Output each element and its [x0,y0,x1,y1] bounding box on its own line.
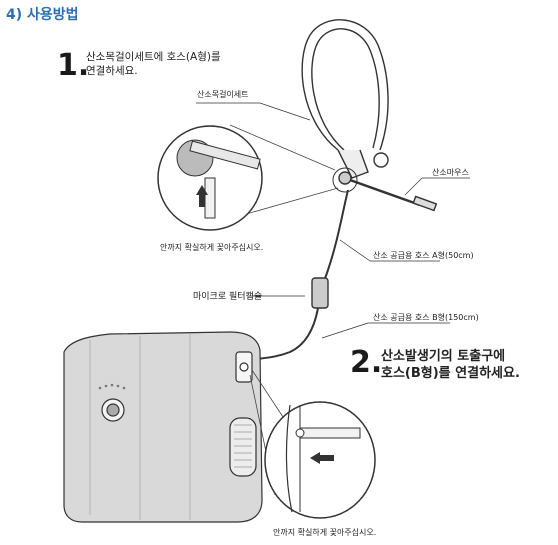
step2-number: 2. [350,345,383,380]
caption-top-detail: 안까지 확실하게 꽂아주십시오. [160,243,264,252]
section-title: 4) 사용방법 [6,7,79,23]
label-filter-cap: 마이크로 필터캡슐 [193,292,263,302]
label-hose-b: 산소 공급용 호스 B형(150cm) [373,313,479,322]
top-detail-zoom [157,124,358,231]
label-oxygen-mouse: 산소마우스 [432,168,469,177]
oxygen-necklace-illustration [249,19,438,361]
step1-number: 1. [57,48,90,83]
label-hose-a: 산소 공급용 호스 A형(50cm) [373,251,474,260]
caption-bottom-detail: 안까지 확실하게 꽂아주십시오. [273,528,377,537]
oxygen-concentrator-illustration [63,331,263,523]
step1-text: 산소목걸이세트에 호스(A형)를 연결하세요. [86,50,221,78]
step1-text-line2: 연결하세요. [86,65,138,77]
step1-text-line1: 산소목걸이세트에 호스(A형)를 [86,51,221,63]
step2-text-line2: 호스(B형)를 연결하세요. [381,366,520,381]
bottom-detail-zoom [249,369,376,519]
step2-text-line1: 산소발생기의 토출구에 [381,349,506,364]
step2-text: 산소발생기의 토출구에 호스(B형)를 연결하세요. [381,348,520,382]
label-necklace-set: 산소목걸이세트 [197,90,249,99]
label-leader-lines [196,102,470,339]
